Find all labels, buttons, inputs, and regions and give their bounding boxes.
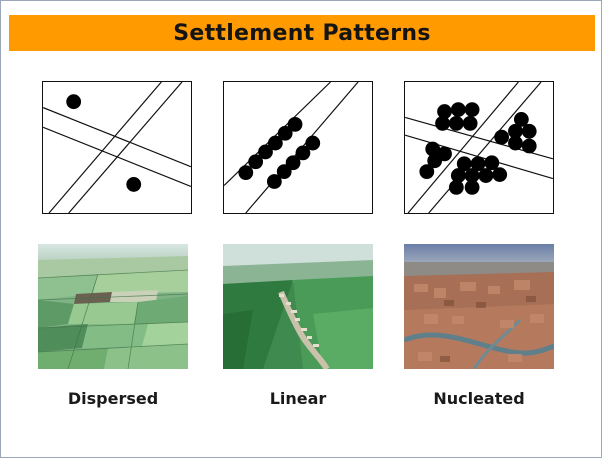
dwelling-dot [419,164,435,180]
dwelling-dot [448,180,464,195]
dwelling-dot [492,167,508,182]
dwelling-dot [266,174,282,189]
dwelling-dot [513,112,529,127]
dwelling-dot [508,135,523,151]
dwelling-dot [435,115,450,131]
dwelling-dot [521,123,537,139]
dwelling-dot [494,129,510,145]
dwelling-dot [462,115,478,131]
dwelling-dot [287,116,303,132]
dispersed-diagram [42,81,192,214]
nucleated-diagram [404,81,554,214]
dwelling-dot [456,156,472,172]
dwelling-dot [66,94,82,110]
dwelling-dot [450,102,466,117]
dwelling-dot [464,102,480,117]
slide-title: Settlement Patterns [173,20,431,46]
dwelling-dot [470,156,486,172]
dwelling-dot [464,180,480,195]
dwelling-dot [448,115,464,131]
dwelling-dot [478,168,494,183]
linear-diagram-svg [224,82,359,213]
nucleated-diagram-svg [405,82,553,213]
linear-photo [223,244,373,369]
dwelling-dot [295,145,311,161]
dispersed-label: Dispersed [67,389,159,408]
dwelling-dot [437,104,452,119]
dwelling-dot [521,138,537,154]
dwelling-dot [484,155,500,171]
dwelling-dot [248,154,264,170]
dwelling-dot [126,177,142,192]
dwelling-dot [285,155,301,171]
dwelling-dot [427,153,443,169]
dwelling-dot [267,135,283,151]
nucleated-photo [404,244,554,369]
dwelling-dot [277,125,293,141]
dwelling-dot [305,135,321,151]
dwelling-dot [508,123,523,139]
dwelling-dot [450,168,466,183]
nucleated-label: Nucleated [433,389,525,408]
dispersed-diagram-svg [43,82,191,213]
linear-label: Linear [269,389,327,408]
dwelling-dot [258,144,273,160]
dwelling-dot [238,165,254,181]
dwelling-dot [464,168,480,183]
linear-diagram [223,81,373,214]
title-bar: Settlement Patterns [9,15,595,51]
dwelling-dot [425,141,441,157]
dispersed-photo [38,244,188,369]
